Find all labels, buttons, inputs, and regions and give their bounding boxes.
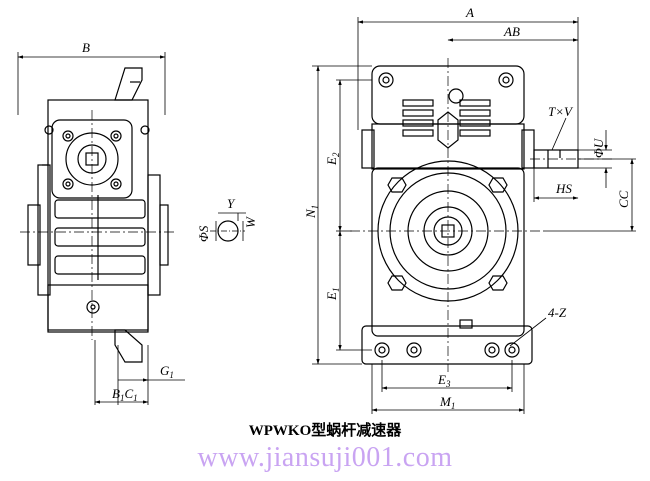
label-W: W (243, 216, 258, 228)
label-TxV: T×V (548, 104, 574, 119)
label-E3: E3 (437, 372, 451, 389)
side-dimensions (17, 52, 246, 405)
front-view (350, 58, 615, 372)
label-HS: HS (555, 181, 572, 196)
label-A: A (465, 5, 474, 20)
label-CC: CC (616, 190, 631, 208)
label-E1: E1 (324, 288, 341, 301)
drawing-title: WPWKO型蜗杆减速器 (248, 423, 402, 439)
label-phiU: ΦU (591, 137, 606, 158)
label-B: B (82, 40, 90, 55)
label-B1C1: B1C1 (112, 386, 138, 403)
label-Y: Y (227, 196, 236, 211)
label-G1: G1 (160, 363, 174, 380)
dimension-labels: B A AB N1 E2 E1 E3 M1 T×V ΦU HS CC 4-Z Y… (82, 5, 631, 411)
label-AB: AB (503, 24, 520, 39)
side-view (20, 67, 245, 363)
label-4Z: 4-Z (548, 305, 567, 320)
front-dimensions (312, 17, 636, 414)
label-phiS: ΦS (196, 225, 211, 242)
watermark-url: www.jiansuji001.com (197, 442, 453, 473)
label-N1: N1 (303, 205, 320, 219)
label-E2: E2 (324, 152, 341, 166)
label-M1: M1 (439, 394, 455, 411)
